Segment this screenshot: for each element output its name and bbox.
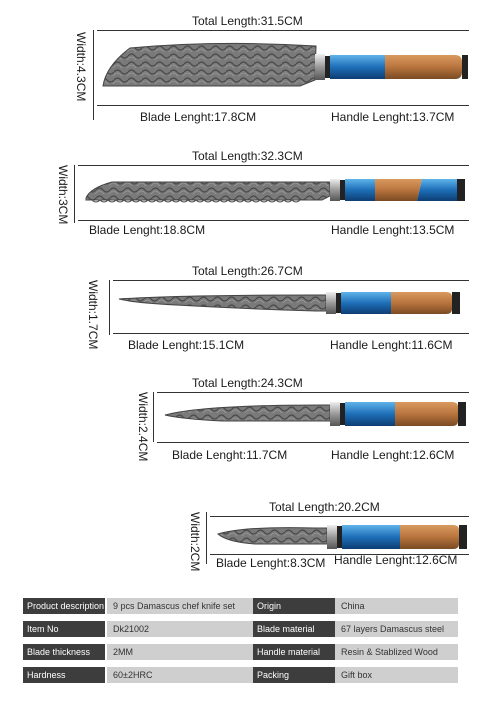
spec-value: Resin & Stablized Wood <box>335 644 458 660</box>
handle-length-label: Handle Lenght:13.7CM <box>331 110 455 124</box>
handle-length-label: Handle Lenght:12.6CM <box>331 448 455 462</box>
spec-row: Hardness 60±2HRC Packing Gift box <box>23 667 458 683</box>
width-label: Width:2.4CM <box>136 392 150 462</box>
blade-length-line <box>113 333 312 334</box>
spec-value: 9 pcs Damascus chef knife set <box>107 598 255 614</box>
total-length-label: Total Length:20.2CM <box>269 500 380 514</box>
handle-length-line <box>334 554 469 555</box>
spec-key: Handle material <box>253 644 335 660</box>
bread-knife-image <box>85 179 465 203</box>
knife-block-4: Total Length:24.3CM Width:2.4CM Blade Le… <box>0 370 481 475</box>
width-line <box>153 392 154 442</box>
spec-value: 60±2HRC <box>107 667 255 683</box>
blade-length-line <box>78 220 328 221</box>
spec-value: 2MM <box>107 644 255 660</box>
total-length-label: Total Length:26.7CM <box>192 264 303 278</box>
spec-value: Dk21002 <box>107 621 255 637</box>
total-length-label: Total Length:32.3CM <box>192 149 303 163</box>
handle-length-label: Handle Lenght:11.6CM <box>330 338 453 352</box>
width-line <box>93 30 94 120</box>
santoku-knife-image <box>102 42 468 87</box>
blade-length-line <box>210 554 334 555</box>
total-length-label: Total Length:31.5CM <box>192 14 303 28</box>
spec-key: Product description <box>23 598 105 614</box>
total-length-line <box>97 30 469 31</box>
knife-block-2: Total Length:32.3CM Width:3CM Blade Leng… <box>0 140 481 250</box>
spec-value: China <box>335 598 458 614</box>
spec-value: 67 layers Damascus steel <box>335 621 458 637</box>
paring-knife-image <box>216 525 467 549</box>
width-label: Width:4.3CM <box>74 32 88 102</box>
spec-key: Blade thickness <box>23 644 105 660</box>
handle-length-label: Handle Lenght:12.6CM <box>334 553 458 567</box>
blade-length-line <box>97 105 325 106</box>
knife-block-5: Total Length:20.2CM Width:2CM Blade Leng… <box>0 490 481 580</box>
total-length-line <box>210 516 469 517</box>
blade-length-label: Blade Lenght:15.1CM <box>128 338 245 352</box>
width-label: Width:2CM <box>188 512 202 572</box>
handle-length-line <box>325 105 469 106</box>
spec-row: Item No Dk21002 Blade material 67 layers… <box>23 621 458 637</box>
width-label: Width:3CM <box>56 165 70 225</box>
knife-block-1: Total Length:31.5CM Width:4.3CM Blade Le… <box>0 0 481 135</box>
spec-key: Item No <box>23 621 105 637</box>
width-line <box>109 280 110 335</box>
total-length-line <box>78 165 469 166</box>
spec-row: Product description 9 pcs Damascus chef … <box>23 598 458 614</box>
spec-row: Blade thickness 2MM Handle material Resi… <box>23 644 458 660</box>
handle-length-line <box>312 333 469 334</box>
handle-length-label: Handle Lenght:13.5CM <box>331 223 455 237</box>
blade-length-label: Blade Lenght:17.8CM <box>140 110 257 124</box>
spec-value: Gift box <box>335 667 458 683</box>
total-length-line <box>157 392 469 393</box>
boning-knife-image <box>118 292 460 314</box>
blade-length-label: Blade Lenght:11.7CM <box>172 448 288 462</box>
spec-key: Hardness <box>23 667 105 683</box>
utility-knife-image <box>164 402 466 426</box>
spec-key: Origin <box>253 598 335 614</box>
handle-length-line <box>328 220 469 221</box>
handle-length-line <box>327 442 469 443</box>
blade-length-line <box>157 442 327 443</box>
width-line <box>74 165 75 223</box>
total-length-label: Total Length:24.3CM <box>192 376 303 390</box>
blade-length-label: Blade Lenght:18.8CM <box>89 223 206 237</box>
knife-block-3: Total Length:26.7CM Width:1.7CM Blade Le… <box>0 255 481 360</box>
blade-length-label: Blade Lenght:8.3CM <box>216 556 326 570</box>
spec-key: Blade material <box>253 621 335 637</box>
total-length-line <box>113 280 469 281</box>
width-label: Width:1.7CM <box>86 280 100 350</box>
spec-key: Packing <box>253 667 335 683</box>
width-line <box>206 512 207 564</box>
